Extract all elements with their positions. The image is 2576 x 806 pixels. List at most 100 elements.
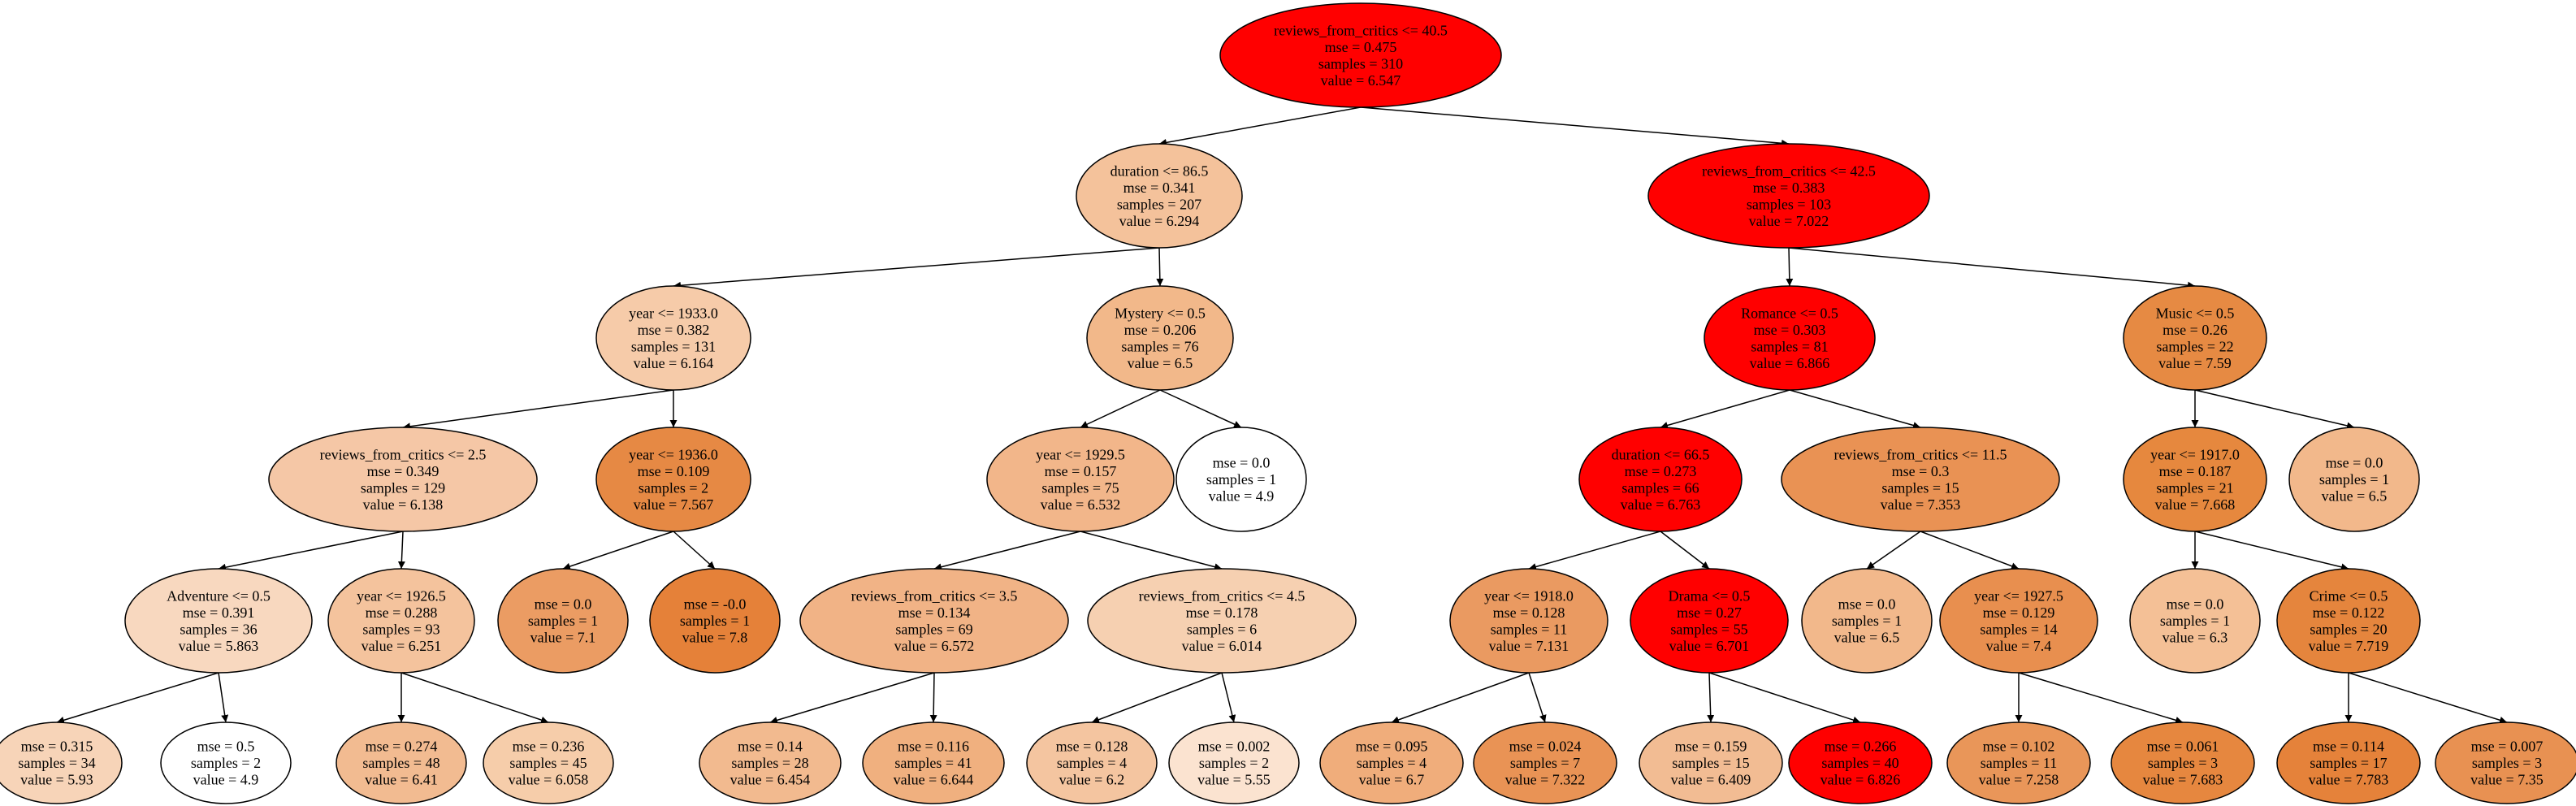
tree-node-label: value = 7.322 bbox=[1505, 772, 1586, 788]
tree-node-shape bbox=[1801, 568, 1933, 674]
tree-node-shape bbox=[1473, 722, 1617, 804]
tree-node-shape bbox=[2435, 722, 2576, 804]
tree-node-label: mse = 0.5 bbox=[197, 739, 255, 755]
tree-node-label: mse = 0.178 bbox=[1186, 604, 1258, 621]
tree-node-label: mse = 0.128 bbox=[1056, 739, 1128, 755]
tree-node-label: value = 6.251 bbox=[362, 638, 442, 654]
tree-edge bbox=[1158, 106, 1362, 146]
tree-node-label: value = 6.701 bbox=[1669, 638, 1750, 654]
tree-node-label: mse = 0.236 bbox=[513, 739, 585, 755]
tree-node-label: value = 7.783 bbox=[2309, 772, 2389, 788]
tree-node-shape bbox=[268, 427, 538, 532]
tree-edge bbox=[1091, 672, 1223, 723]
tree-node-label: value = 7.668 bbox=[2155, 496, 2236, 513]
tree-node-label: mse = 0.383 bbox=[1753, 180, 1825, 196]
tree-node-label: samples = 310 bbox=[1318, 55, 1403, 72]
tree-node-label: value = 7.022 bbox=[1749, 213, 1829, 229]
tree-node-label: reviews_from_critics <= 3.5 bbox=[851, 587, 1018, 604]
tree-node-label: mse = 0.129 bbox=[1983, 604, 2055, 621]
tree-node-shape bbox=[1168, 722, 1300, 804]
tree-node-shape bbox=[2288, 427, 2420, 532]
tree-edge bbox=[1786, 247, 1794, 287]
tree-node-label: samples = 2 bbox=[191, 755, 261, 771]
tree-edge bbox=[1156, 247, 1164, 287]
tree-node-label: duration <= 86.5 bbox=[1110, 162, 1209, 179]
tree-node-label: mse = 0.024 bbox=[1509, 739, 1582, 755]
tree-node-shape bbox=[1630, 568, 1789, 674]
tree-node-label: samples = 48 bbox=[362, 755, 439, 771]
tree-node-label: value = 6.41 bbox=[365, 772, 438, 788]
tree-node-label: samples = 1 bbox=[1832, 613, 1902, 629]
tree-node-label: samples = 11 bbox=[1491, 621, 1567, 637]
tree-node-label: value = 6.866 bbox=[1750, 355, 1830, 371]
tree-edge bbox=[397, 531, 405, 570]
tree-node-label: mse = 0.116 bbox=[898, 739, 969, 755]
tree-node-shape bbox=[336, 722, 467, 804]
tree-node-label: value = 6.454 bbox=[730, 772, 811, 788]
tree-node-shape bbox=[2129, 568, 2261, 674]
tree-edge bbox=[1159, 389, 1242, 428]
tree-node-label: mse = 0.157 bbox=[1045, 463, 1117, 479]
tree-node-label: samples = 6 bbox=[1187, 621, 1257, 637]
tree-node-label: samples = 75 bbox=[1041, 479, 1119, 496]
tree-node-label: value = 6.5 bbox=[2322, 488, 2388, 505]
tree-edge bbox=[1920, 531, 2020, 570]
tree-node-shape bbox=[124, 568, 313, 674]
tree-node-label: samples = 15 bbox=[1881, 479, 1959, 496]
tree-node-label: mse = 0.114 bbox=[2313, 739, 2384, 755]
tree-node-label: mse = 0.002 bbox=[1198, 739, 1271, 755]
tree-node-label: samples = 207 bbox=[1117, 196, 1201, 212]
tree-node-shape bbox=[2111, 722, 2255, 804]
tree-node-label: value = 6.5 bbox=[1834, 630, 1900, 646]
tree-node-label: reviews_from_critics <= 2.5 bbox=[320, 446, 487, 462]
tree-node-label: mse = 0.095 bbox=[1356, 739, 1428, 755]
tree-node-label: mse = 0.273 bbox=[1625, 463, 1697, 479]
tree-node-label: samples = 34 bbox=[18, 755, 95, 771]
tree-node-shape bbox=[2123, 285, 2267, 391]
tree-node-shape bbox=[1026, 722, 1158, 804]
tree-node-label: samples = 69 bbox=[895, 621, 972, 637]
tree-node-label: mse = 0.14 bbox=[738, 739, 803, 755]
tree-node-label: samples = 2 bbox=[639, 479, 708, 496]
tree-node-shape bbox=[483, 722, 614, 804]
tree-node-label: mse = 0.274 bbox=[366, 739, 438, 755]
tree-node-label: value = 6.5 bbox=[1128, 355, 1193, 371]
tree-node-label: value = 6.294 bbox=[1119, 213, 1200, 229]
tree-node-label: reviews_from_critics <= 42.5 bbox=[1702, 162, 1876, 179]
tree-node-label: mse = 0.391 bbox=[183, 604, 255, 621]
tree-edge bbox=[1660, 531, 1710, 570]
tree-edge bbox=[2194, 389, 2355, 430]
tree-node-shape bbox=[1946, 722, 2091, 804]
tree-edge bbox=[929, 672, 937, 723]
tree-node-shape bbox=[0, 722, 123, 804]
tree-node-label: mse = -0.0 bbox=[684, 596, 747, 613]
tree-node-label: value = 6.532 bbox=[1041, 496, 1121, 513]
tree-node-shape bbox=[595, 285, 751, 391]
tree-node-label: value = 7.258 bbox=[1979, 772, 2059, 788]
tree-edge bbox=[1528, 672, 1547, 723]
tree-node-label: mse = 0.382 bbox=[638, 322, 710, 338]
tree-node-shape bbox=[497, 568, 629, 674]
tree-node-label: samples = 66 bbox=[1621, 479, 1699, 496]
tree-node-label: value = 7.4 bbox=[1986, 638, 2052, 654]
tree-node-label: value = 4.9 bbox=[193, 772, 259, 788]
tree-node-label: value = 7.8 bbox=[682, 630, 748, 646]
tree-node-label: mse = 0.3 bbox=[1892, 463, 1950, 479]
